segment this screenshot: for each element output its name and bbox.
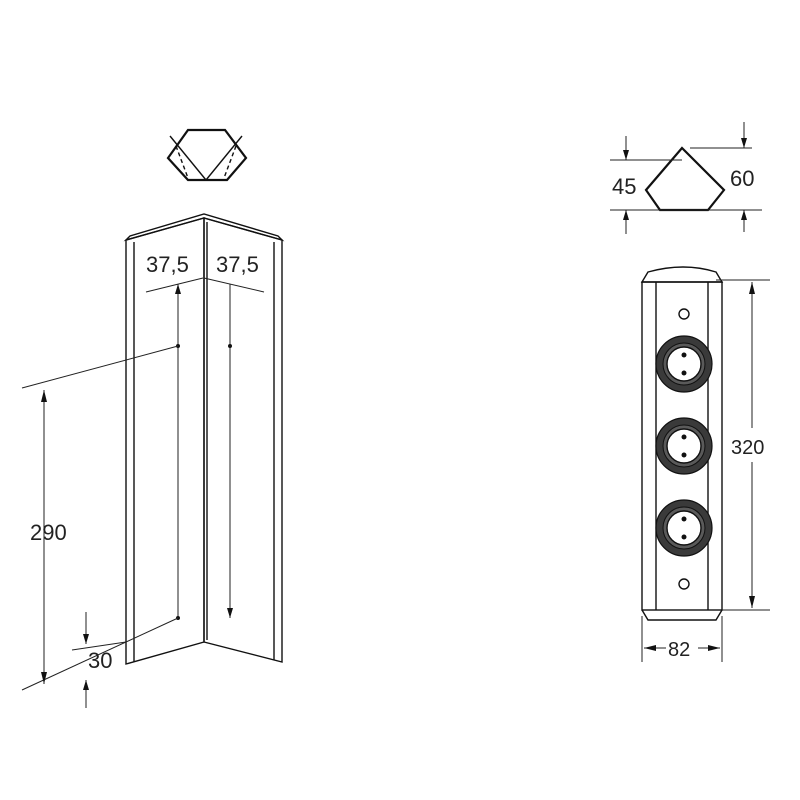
screw-hole-bottom xyxy=(678,578,690,590)
right-top-section-view: 45 60 xyxy=(610,122,762,234)
dim-width-left-label: 37,5 xyxy=(146,252,189,277)
left-top-section-view xyxy=(166,128,248,182)
right-socket-strip-view: 320 82 xyxy=(640,266,774,662)
dim-bottom-offset-label: 30 xyxy=(88,648,112,673)
socket-1 xyxy=(655,335,713,393)
dim-top-depth-label: 45 xyxy=(612,174,636,199)
dim-top-height-label: 60 xyxy=(730,166,754,191)
socket-3 xyxy=(655,499,713,557)
dim-width-label: 82 xyxy=(668,639,690,661)
left-angle-profile-view: 37,5 37,5 290 30 xyxy=(21,213,285,708)
screw-hole-top xyxy=(678,308,690,320)
dim-total-height-label: 320 xyxy=(731,437,764,459)
socket-2 xyxy=(655,417,713,475)
dim-width-right-label: 37,5 xyxy=(216,252,259,277)
dim-height-label: 290 xyxy=(30,520,67,545)
